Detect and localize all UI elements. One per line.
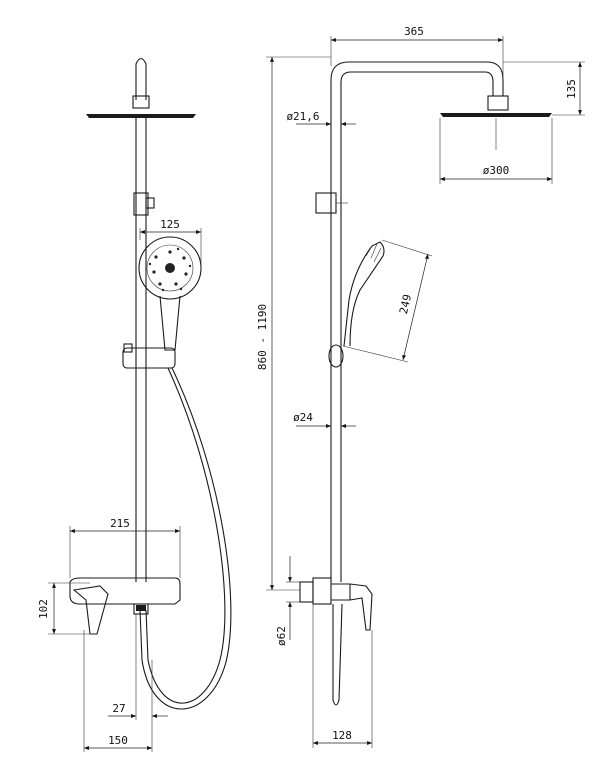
side-mixer-connector: [331, 583, 351, 601]
side-view: 365 135 ø21,6 ø300 249 860 - 1190 ø24: [256, 25, 585, 748]
side-head-connector: [487, 95, 509, 111]
side-overhead-shower: [440, 113, 552, 117]
front-slider-knob: [123, 343, 133, 353]
side-wall-nut: [299, 581, 314, 603]
side-dim-365-label: 365: [404, 25, 424, 38]
front-handshower-face: [146, 244, 194, 292]
side-mixer-lever: [349, 583, 373, 631]
front-dim-215-label: 215: [110, 517, 130, 530]
side-dim-128-label: 128: [332, 729, 352, 742]
front-slider-holder: [122, 347, 176, 369]
side-dim-24-label: ø24: [293, 411, 313, 424]
side-handshower-face: [365, 243, 382, 263]
front-rail-sleeve: [133, 192, 149, 216]
front-mixer-lever: [72, 585, 109, 635]
front-mixer-body: [69, 577, 181, 605]
side-upper-slider: [315, 192, 337, 214]
side-dim-249-ext-bottom: [342, 345, 409, 363]
side-dim-249-ext-top: [381, 239, 433, 257]
side-rail-arm-inner: [340, 71, 494, 582]
side-dim-135-label: 135: [565, 79, 578, 99]
front-dim-102-label: 102: [37, 599, 50, 619]
front-dim-150-label: 150: [108, 734, 128, 747]
front-handshower-nozzles: [148, 247, 192, 292]
side-hose: [332, 603, 343, 706]
side-dim-300-label: ø300: [483, 164, 510, 177]
front-dim-27-label: 27: [112, 702, 125, 715]
front-handshower-handle: [159, 295, 181, 351]
front-mixer-nut: [136, 605, 146, 611]
side-dim-216-label: ø21,6: [286, 110, 319, 123]
front-hose-inner: [139, 367, 232, 710]
front-head-connector: [132, 95, 150, 109]
side-dim-249-label: 249: [397, 293, 414, 315]
front-dim-125-label: 125: [160, 218, 180, 231]
front-hose-outer: [145, 367, 226, 704]
side-dim-height-label: 860 - 1190: [256, 304, 269, 370]
side-rail-arm-outer: [330, 61, 504, 582]
side-mixer-body: [312, 577, 332, 605]
side-dim-249-line: [402, 253, 429, 361]
front-overhead-shower: [86, 114, 196, 118]
side-slider-holder: [328, 344, 344, 368]
side-dim-62-label: ø62: [275, 626, 288, 646]
front-view: 125 215 102 27 150: [37, 57, 232, 752]
front-mixer-outlet: [133, 603, 149, 615]
front-diverter-knob: [145, 197, 155, 209]
front-rail-top-cap: [135, 57, 147, 100]
side-handshower: [343, 241, 385, 347]
